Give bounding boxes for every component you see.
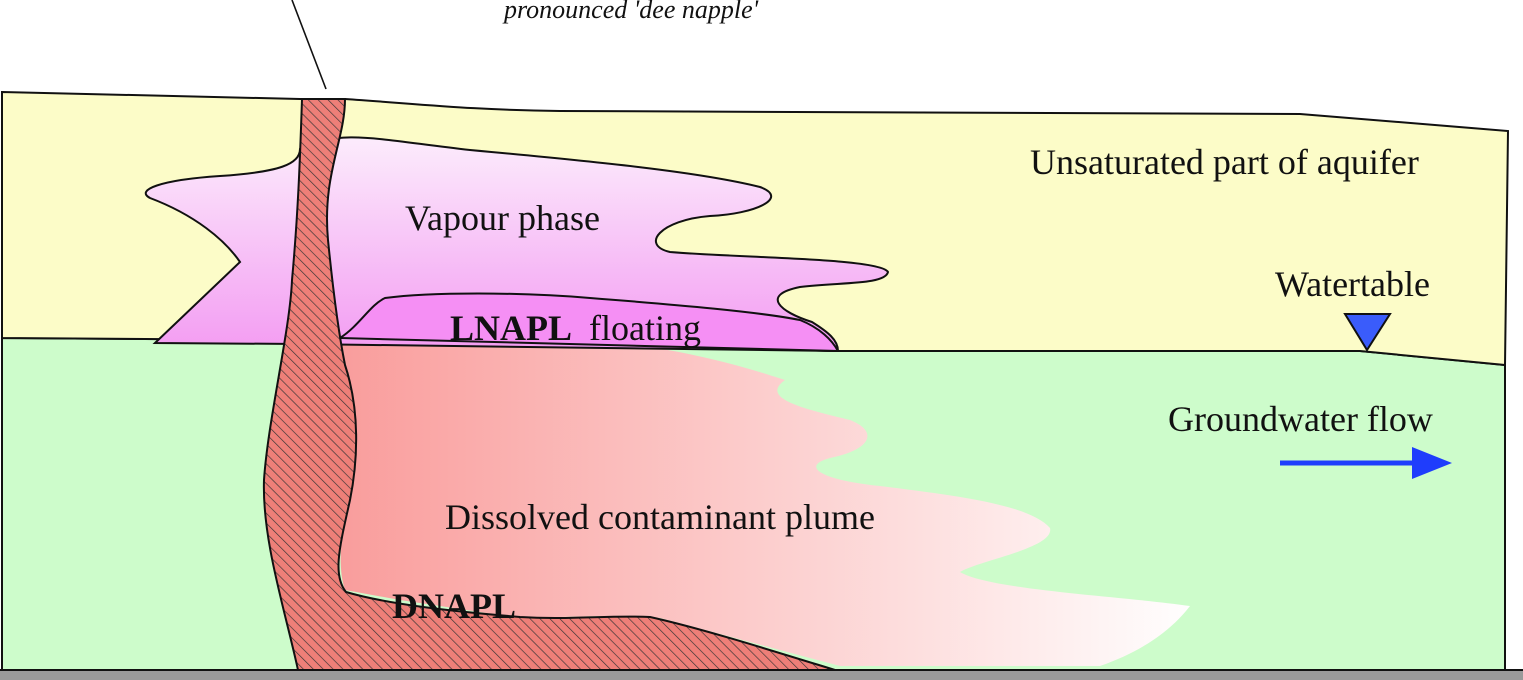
dnapl-body (262, 98, 836, 671)
lnapl-lens (336, 292, 840, 353)
lnapl-label: LNAPL floating (450, 308, 701, 348)
flow-arrow-icon (1280, 447, 1452, 479)
watertable-marker-icon (1343, 313, 1392, 352)
lnapl-rest-text: floating (589, 308, 701, 348)
dissolved-plume-label: Dissolved contaminant plume (445, 497, 875, 537)
dnapl-label: DNAPL (392, 586, 516, 626)
lnapl-bold-text: LNAPL (450, 308, 572, 348)
bedrock-bar (0, 670, 1523, 680)
vapour-phase-label: Vapour phase (405, 198, 600, 238)
watertable-label: Watertable (1275, 264, 1430, 304)
leader-line (291, 0, 327, 90)
dissolved-plume (340, 340, 1190, 666)
groundwater-flow-label: Groundwater flow (1168, 399, 1433, 439)
pronunciation-note: pronounced 'dee napple' (502, 0, 759, 24)
unsaturated-zone-label: Unsaturated part of aquifer (1030, 142, 1419, 182)
